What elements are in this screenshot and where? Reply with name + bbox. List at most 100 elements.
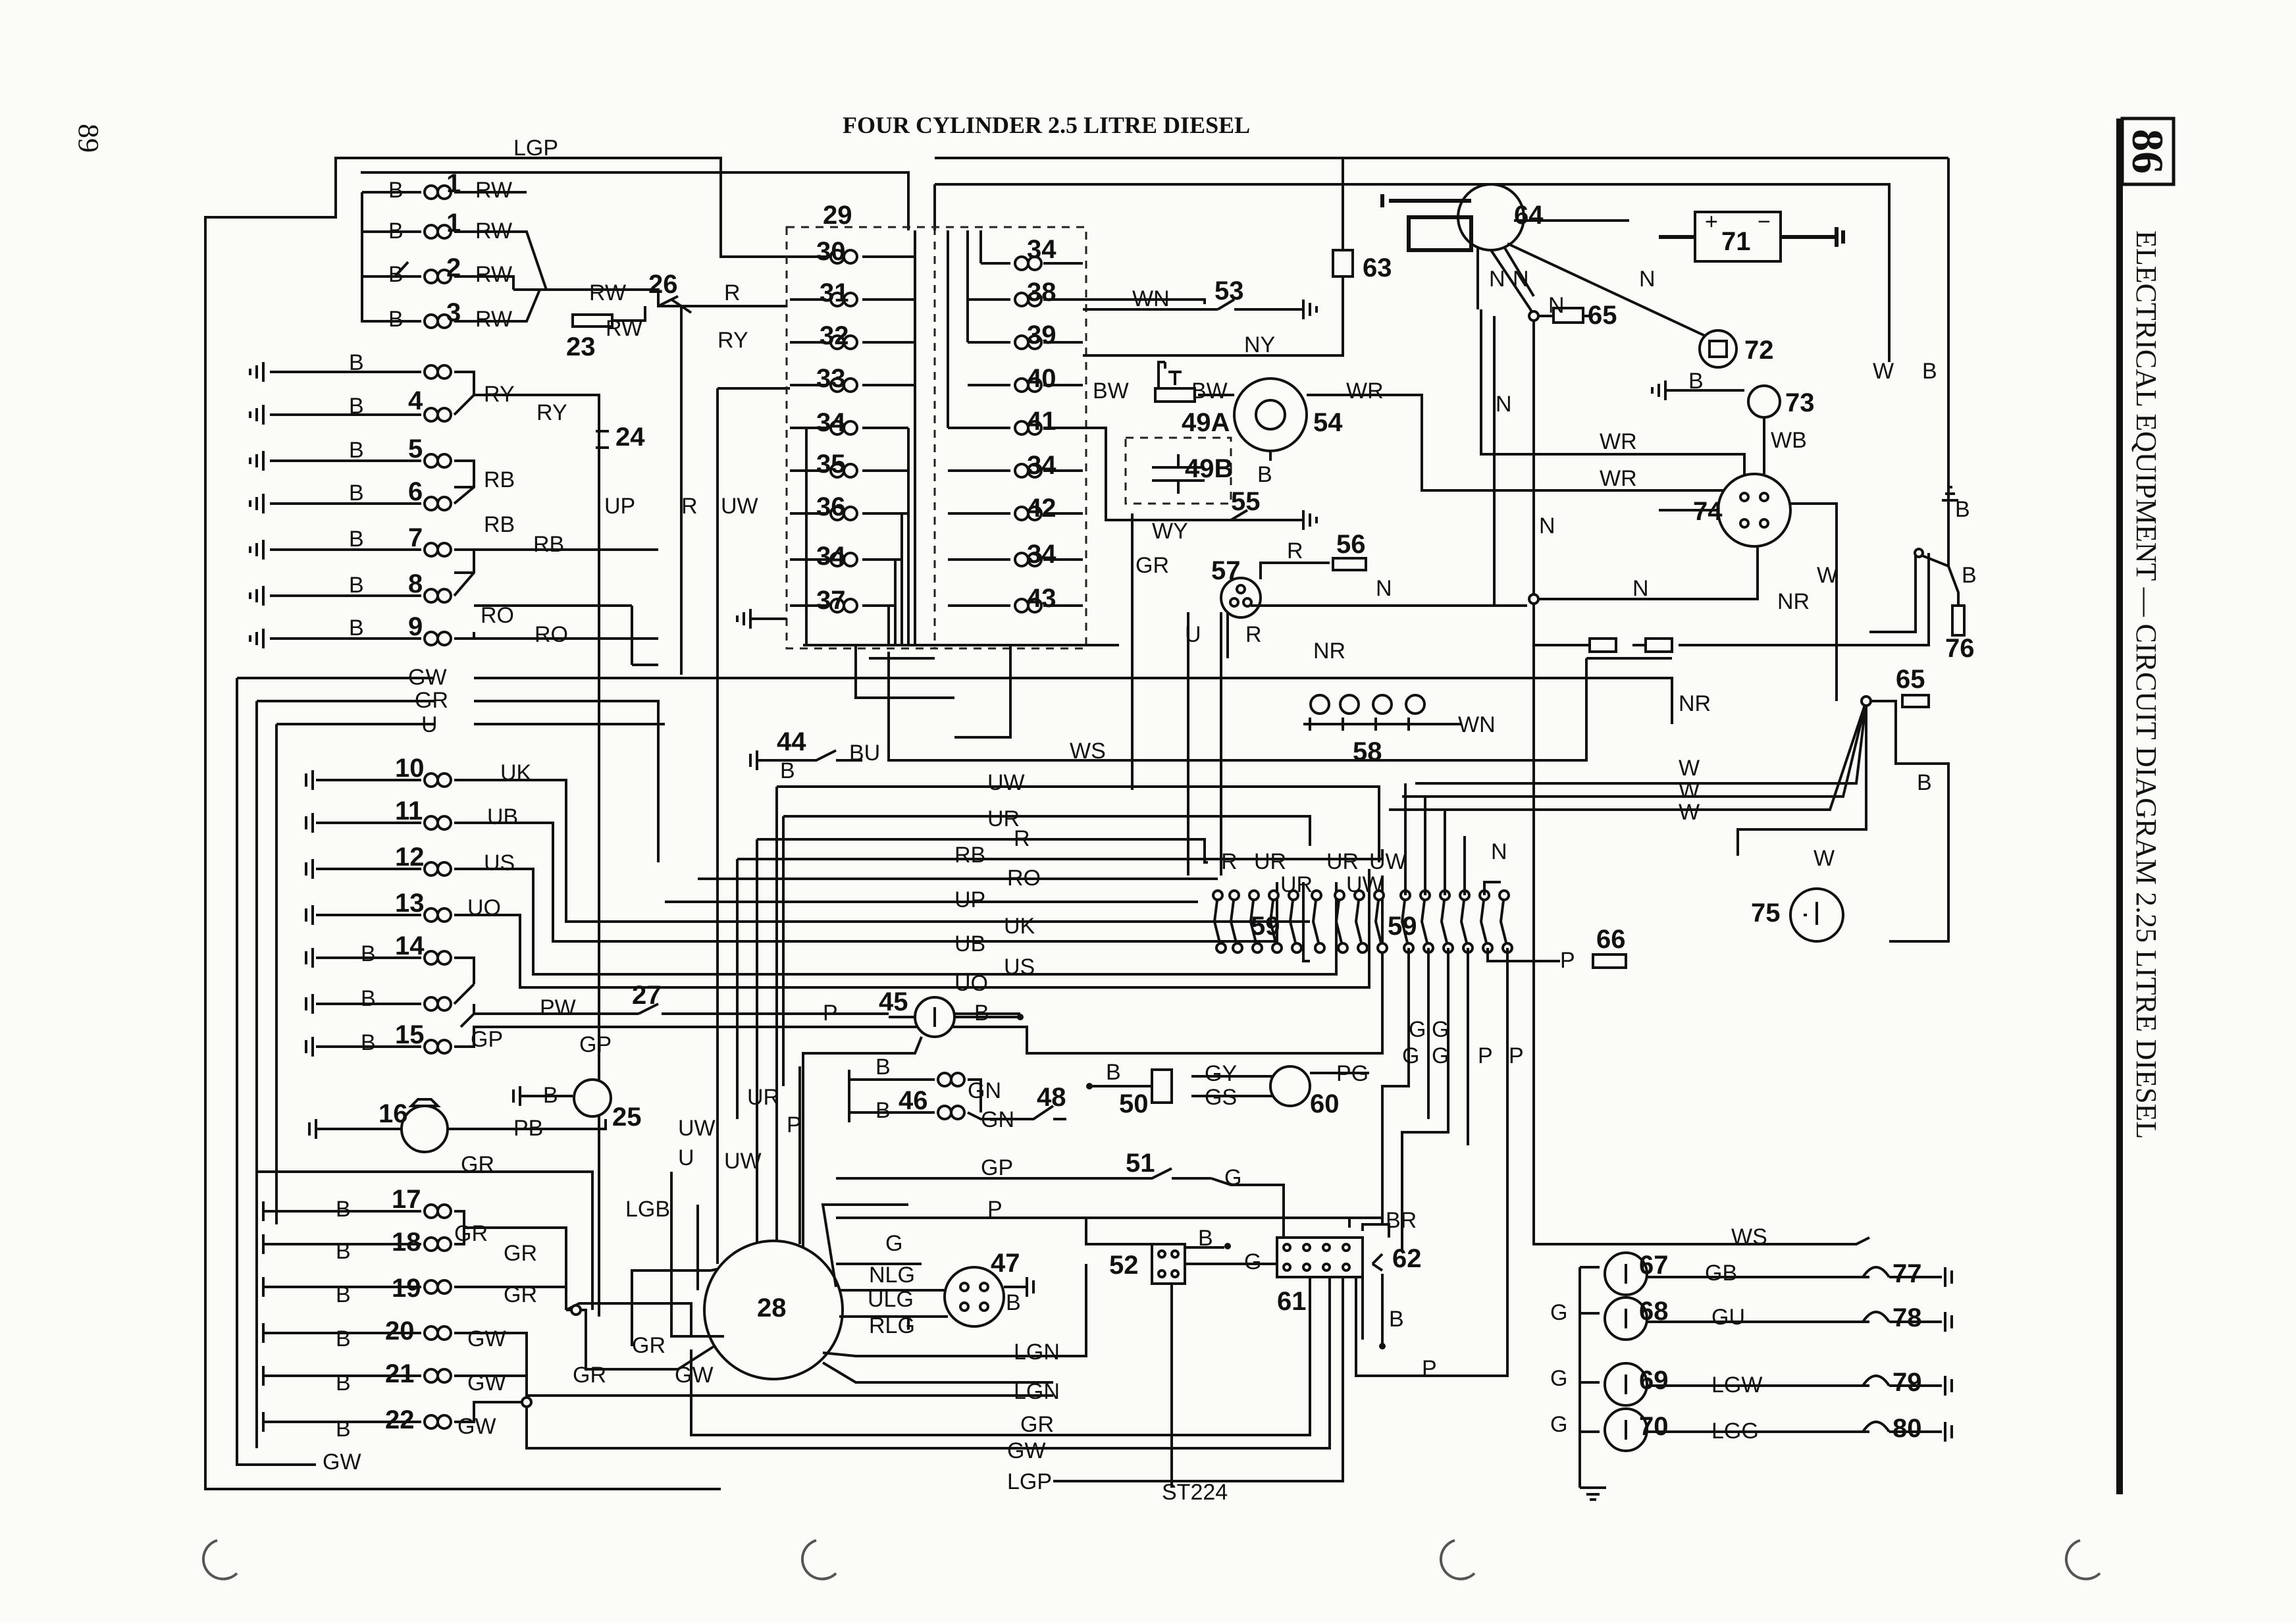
wire-label: B <box>388 178 404 203</box>
wire-label: B <box>336 1282 351 1307</box>
fuse-connectors <box>829 249 1043 614</box>
group-10-15: 10 11 12 13 14 15 UK UB US UO B B B GP G… <box>305 754 1317 1057</box>
switch-57 <box>1220 577 1262 619</box>
wire-label: UK <box>1004 914 1035 939</box>
pins-59-right <box>1399 889 1513 954</box>
connector-1a <box>423 184 452 200</box>
label-65a: 65 <box>1588 301 1617 330</box>
label-67: 67 <box>1639 1251 1669 1280</box>
wire-label: BW <box>1191 379 1228 404</box>
label-80: 80 <box>1892 1414 1922 1443</box>
group-16-25: 16 PB 25 B GR <box>257 1078 642 1310</box>
reference-code: ST224 <box>1162 1480 1228 1505</box>
wire-label: N <box>1496 392 1512 417</box>
wire-label: R <box>724 280 741 305</box>
harness-runs: GW GR U WS NR <box>236 639 1673 1466</box>
label-13: 13 <box>395 889 425 918</box>
wire-label: UW <box>724 1149 762 1174</box>
wire-label: UW <box>678 1116 716 1141</box>
label-64: 64 <box>1514 201 1544 230</box>
label-62: 62 <box>1392 1244 1422 1273</box>
wire-label: NLG <box>869 1263 915 1288</box>
connectors-4-9 <box>423 364 452 646</box>
wire-label: LGN <box>1014 1379 1060 1404</box>
wire-label: U <box>421 712 438 737</box>
wire-label: U <box>1185 622 1201 647</box>
wire-label: NR <box>1679 691 1711 716</box>
wire-label: N <box>1632 576 1649 601</box>
group-4-9: 4 5 6 7 8 9 B B B B B B B RY RY RB RB RB… <box>249 350 658 648</box>
label-7: 7 <box>408 523 423 552</box>
component-60 <box>1269 1065 1311 1107</box>
label-45: 45 <box>879 987 908 1016</box>
label-59b: 59 <box>1388 912 1417 941</box>
label-34b: 34 <box>816 542 846 571</box>
label-34e: 34 <box>1027 540 1057 569</box>
wire-label: B <box>974 1001 989 1026</box>
connector-3 <box>423 313 452 329</box>
label-11: 11 <box>395 797 423 825</box>
label-31: 31 <box>820 278 849 307</box>
label-22: 22 <box>385 1405 415 1434</box>
label-43: 43 <box>1027 584 1057 613</box>
wire-label: WN <box>1132 286 1170 311</box>
wire-label: P <box>1560 948 1575 973</box>
wire-label: N <box>1548 293 1565 318</box>
pins-59-left <box>1212 889 1388 954</box>
connector-block-59: 59 R UR UR UR UW UW 59 N G G G G P P P 6… <box>1185 783 1627 1251</box>
wire-label: G <box>1244 1249 1261 1274</box>
wire-label: RW <box>475 262 512 287</box>
grounds-10-15 <box>305 770 314 1057</box>
group-44: 44 B BU <box>749 727 880 783</box>
wire-label: B <box>1257 462 1272 487</box>
label-9: 9 <box>408 612 423 641</box>
label-58: 58 <box>1353 737 1382 766</box>
wire-label: N <box>1639 267 1656 292</box>
wire-label: B <box>1917 770 1932 795</box>
label-26: 26 <box>648 270 678 299</box>
wire-label: B <box>349 573 364 598</box>
wire-label: GN <box>981 1107 1014 1132</box>
wire-label: GW <box>1007 1438 1046 1463</box>
pins-61 <box>1282 1243 1351 1272</box>
group-49-55: 53 WN NY 54 B BW BW WR 49A 49B 55 WY <box>1083 276 1751 544</box>
group-46-60: 46 B B GN GN 48 50 B GY GS 60 PG <box>848 1055 1369 1132</box>
wire-label: R <box>1245 622 1262 647</box>
wire-label: GP <box>981 1155 1013 1180</box>
wire-label: W <box>1873 359 1894 384</box>
wire-label: B <box>361 1030 376 1055</box>
wire-label: UO <box>954 971 988 996</box>
component-28: 28 UW UW U UR P G NLG ULG RLG LGN LGN GR… <box>631 1066 1087 1494</box>
wire-label: G <box>1409 1017 1426 1042</box>
wire-label: B <box>361 941 376 966</box>
wire-label: GR <box>632 1333 665 1358</box>
wire-label: UP <box>954 887 985 912</box>
wire-label: RY <box>718 328 748 353</box>
wire-label: GU <box>1711 1305 1745 1330</box>
wire-label: UW <box>1369 849 1407 874</box>
label-41: 41 <box>1027 407 1057 436</box>
wire-label: GW <box>675 1363 714 1388</box>
wire-label: B <box>1106 1060 1121 1085</box>
wire-label: UW <box>721 494 758 519</box>
component-73 <box>1747 384 1781 419</box>
wire-label: GP <box>579 1032 612 1057</box>
wire-label: G <box>1432 1043 1449 1068</box>
label-51: 51 <box>1126 1149 1155 1178</box>
wire-label: UK <box>500 760 532 785</box>
wire-label: R <box>681 494 698 519</box>
label-40: 40 <box>1027 364 1057 393</box>
wire-label: LGW <box>1711 1373 1762 1398</box>
label-12: 12 <box>395 843 425 872</box>
wire-label: GW <box>408 665 447 690</box>
wire-label: G <box>1432 1017 1449 1042</box>
wire-label: G <box>1550 1366 1567 1391</box>
wire-label: UB <box>954 931 985 956</box>
label-56: 56 <box>1336 530 1366 559</box>
wire-label: WY <box>1152 519 1188 544</box>
wire-label: UR <box>1326 849 1359 874</box>
label-47: 47 <box>991 1249 1020 1278</box>
wire-label: RW <box>589 280 626 305</box>
wire-label: WS <box>1731 1224 1767 1249</box>
label-61: 61 <box>1277 1287 1307 1316</box>
